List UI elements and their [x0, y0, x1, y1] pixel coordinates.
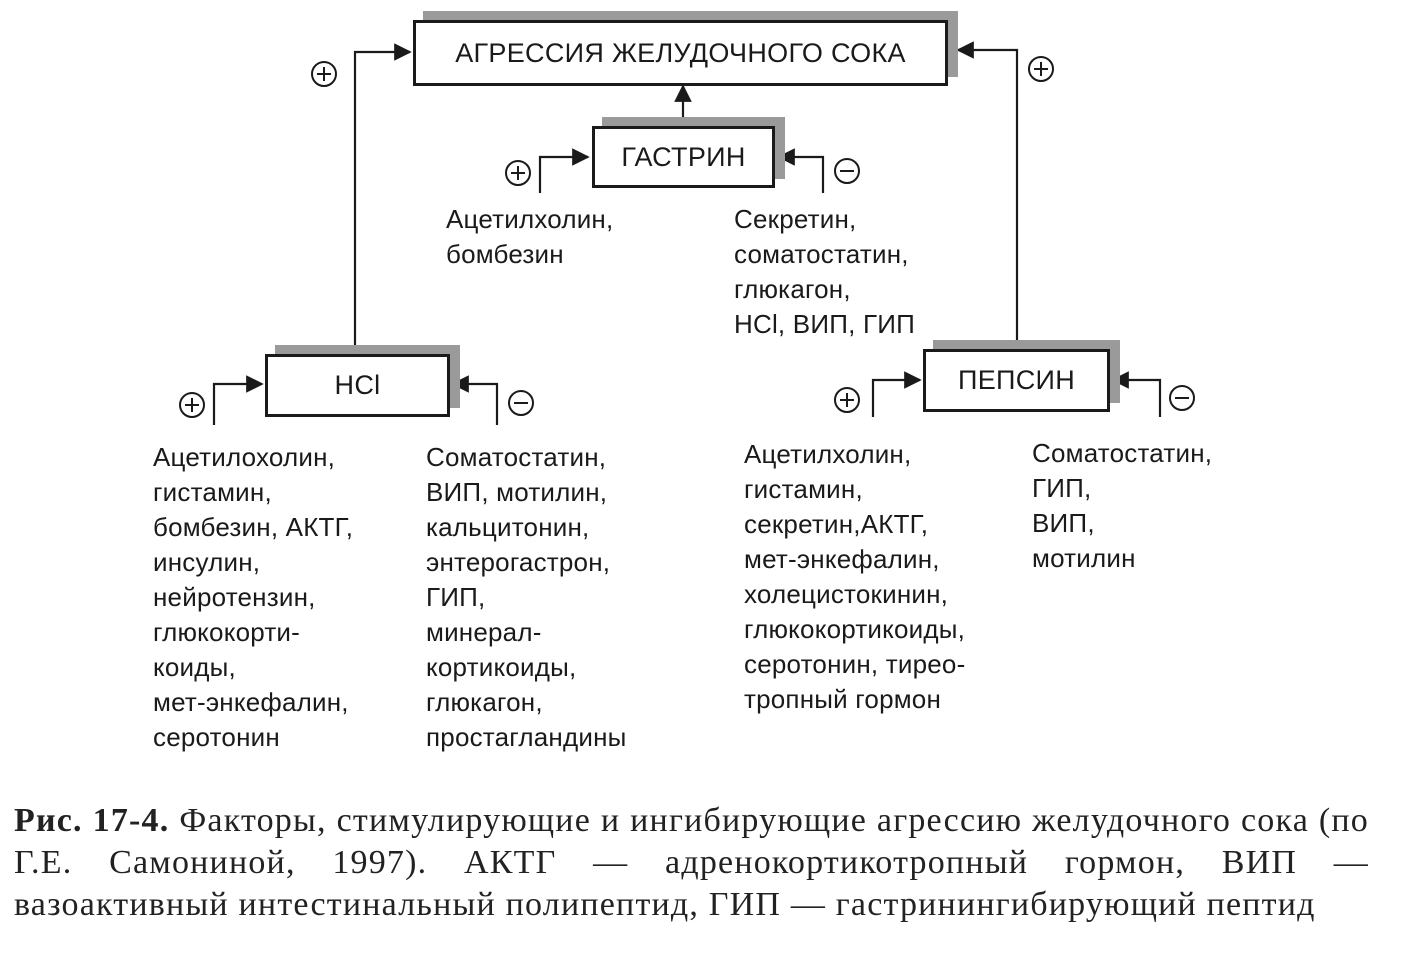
list-item: гистамин, — [153, 477, 272, 507]
arrow-hcl-stimulation — [212, 375, 264, 425]
list-item: нейротензин, — [153, 582, 316, 612]
list-item: глюкагон, — [426, 687, 543, 717]
list-item: энтерогастрон, — [426, 547, 611, 577]
minus-sign-icon — [834, 158, 860, 184]
node-aggression: АГРЕССИЯ ЖЕЛУДОЧНОГО СОКА — [413, 20, 948, 86]
list-item: мотилин — [1032, 543, 1136, 573]
list-item: Ацетилхолин, — [446, 204, 614, 234]
arrow-hcl-to-aggression — [353, 43, 412, 353]
list-item: ВИП, мотилин, — [426, 477, 608, 507]
plus-sign-icon — [1028, 56, 1054, 82]
figure-caption-text: Факторы, стимулирующие и ингибирующие аг… — [14, 802, 1370, 923]
list-item: секретин,АКТГ, — [744, 509, 929, 539]
list-item: бомбезин, АКТГ, — [153, 512, 354, 542]
list-item: кортикоиды, — [426, 652, 577, 682]
minus-sign-icon — [508, 390, 534, 416]
plus-sign-icon — [834, 387, 860, 413]
node-aggression-label: АГРЕССИЯ ЖЕЛУДОЧНОГО СОКА — [455, 37, 906, 68]
node-hcl: HCl — [265, 354, 450, 417]
list-item: глюкагон, — [734, 274, 851, 304]
list-item: бомбезин — [446, 239, 564, 269]
list-item: кальцитонин, — [426, 512, 590, 542]
node-pepsin: ПЕПСИН — [923, 349, 1110, 412]
node-pepsin-label: ПЕПСИН — [957, 365, 1076, 395]
arrow-pepsin-to-aggression — [956, 41, 1019, 347]
hcl-inhibitors-list: Соматостатин, ВИП, мотилин, кальцитонин, эн… — [426, 440, 627, 755]
list-item: ГИП, — [1032, 473, 1092, 503]
list-item: ГИП, — [426, 582, 486, 612]
plus-sign-icon — [505, 160, 531, 186]
node-gastrin-label: ГАСТРИН — [621, 141, 746, 172]
list-item: HCl, ВИП, ГИП — [734, 309, 915, 339]
arrow-pepsin-inhibition — [1111, 371, 1162, 417]
minus-sign-icon — [1169, 385, 1195, 411]
arrow-gastrin-inhibition — [777, 148, 825, 193]
figure-caption: Рис. 17-4. Факторы, стимулирующие и инги… — [14, 800, 1369, 926]
arrow-pepsin-stimulation — [871, 371, 922, 417]
list-item: холецистокинин, — [744, 579, 949, 609]
list-item: гистамин, — [744, 474, 863, 504]
node-gastrin: ГАСТРИН — [592, 126, 775, 188]
list-item: мет-энкефалин, — [744, 544, 940, 574]
list-item: Секретин, — [734, 204, 857, 234]
list-item: соматостатин, — [734, 239, 909, 269]
list-item: глюкокорти- — [153, 617, 301, 647]
arrow-gastrin-stimulation — [538, 148, 590, 193]
list-item: Соматостатин, — [1032, 438, 1213, 468]
list-item: простагландины — [426, 722, 627, 752]
list-item: глюкокортикоиды, — [744, 614, 966, 644]
hcl-stimulators-list: Ацетилохолин, гистамин, бомбезин, АКТГ, инс… — [153, 440, 353, 755]
gastrin-inhibitors-list: Секретин, соматостатин, глюкагон, HCl, ВИП,… — [734, 202, 915, 342]
list-item: Соматостатин, — [426, 442, 607, 472]
node-hcl-label: HCl — [334, 370, 381, 400]
pepsin-stimulators-list: Ацетилхолин, гистамин, секретин,АКТГ, мет-э… — [744, 437, 965, 717]
list-item: минерал- — [426, 617, 542, 647]
plus-sign-icon — [179, 392, 205, 418]
list-item: мет-энкефалин, — [153, 687, 349, 717]
list-item: тропный гормон — [744, 684, 942, 714]
gastrin-stimulators-list: Ацетилхолин, бомбезин — [446, 202, 613, 272]
list-item: инсулин, — [153, 547, 261, 577]
arrow-hcl-inhibition — [451, 375, 499, 425]
figure-caption-label: Рис. 17-4. — [14, 802, 170, 839]
plus-sign-icon — [311, 61, 337, 87]
list-item: коиды, — [153, 652, 236, 682]
list-item: ВИП, — [1032, 508, 1095, 538]
list-item: Ацетилхолин, — [744, 439, 912, 469]
list-item: Ацетилохолин, — [153, 442, 336, 472]
list-item: серотонин, тирео- — [744, 649, 966, 679]
pepsin-inhibitors-list: Соматостатин, ГИП, ВИП, мотилин — [1032, 436, 1212, 576]
list-item: серотонин — [153, 722, 280, 752]
